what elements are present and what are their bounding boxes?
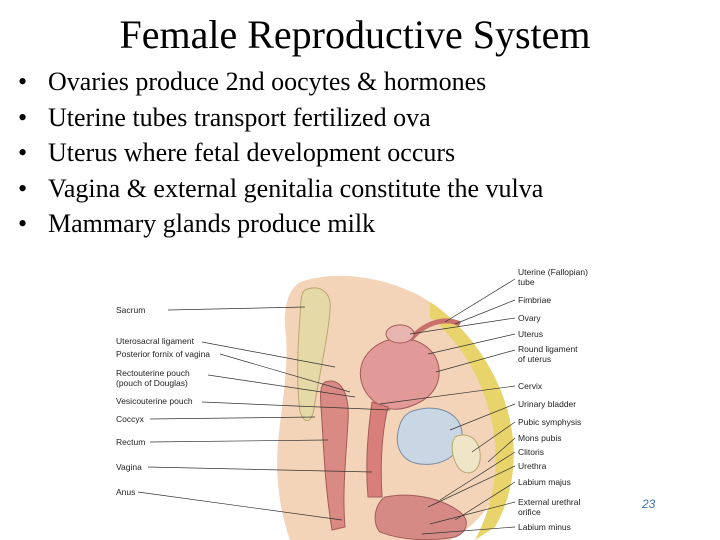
label-pubic-symphysis: Pubic symphysis (518, 417, 581, 427)
label-uterus: Uterus (518, 329, 543, 339)
label-vagina: Vagina (116, 462, 142, 472)
leader-line (445, 279, 515, 322)
bladder-shape (397, 408, 462, 464)
label-uterosacral-ligament: Uterosacral ligament (116, 336, 195, 346)
page-number: 23 (642, 497, 655, 511)
label-sacrum: Sacrum (116, 305, 145, 315)
bullet-symbol: • (18, 135, 48, 171)
bullet-text: Vagina & external genitalia constitute t… (48, 174, 543, 203)
label-urethra: Urethra (518, 461, 547, 471)
label-fimbriae: Fimbriae (518, 295, 551, 305)
label-round-ligament: Round ligament (518, 344, 578, 354)
label-mons-pubis: Mons pubis (518, 433, 561, 443)
bullet-item: •Uterine tubes transport fertilized ova (18, 100, 543, 136)
bullet-item: •Uterus where fetal development occurs (18, 135, 543, 171)
bullet-symbol: • (18, 64, 48, 100)
label-cervix: Cervix (518, 381, 543, 391)
slide-title: Female Reproductive System (0, 10, 710, 60)
label-pouch-of-douglas: (pouch of Douglas) (116, 378, 188, 388)
label-urinary-bladder: Urinary bladder (518, 399, 576, 409)
label-uterine-tube: Uterine (Fallopian) (518, 267, 588, 277)
label-labium-majus: Labium majus (518, 477, 571, 487)
anatomy-figure: Sacrum Uterosacral ligament Posterior fo… (110, 262, 670, 540)
label-rectouterine-pouch: Rectouterine pouch (116, 368, 190, 378)
leader-line (455, 300, 515, 324)
label-anus: Anus (116, 487, 135, 497)
bullet-text: Mammary glands produce milk (48, 209, 375, 238)
bullet-symbol: • (18, 206, 48, 242)
bullet-item: •Vagina & external genitalia constitute … (18, 171, 543, 207)
label-rectum: Rectum (116, 437, 145, 447)
bullet-item: •Ovaries produce 2nd oocytes & hormones (18, 64, 543, 100)
label-posterior-fornix: Posterior fornix of vagina (116, 349, 210, 359)
label-clitoris: Clitoris (518, 447, 544, 457)
bullet-text: Uterus where fetal development occurs (48, 138, 455, 167)
label-uterine-tube-line2: tube (518, 277, 535, 287)
label-round-ligament-line2: of uterus (518, 354, 551, 364)
label-labium-minus: Labium minus (518, 522, 571, 532)
bullet-item: •Mammary glands produce milk (18, 206, 543, 242)
bullet-text: Uterine tubes transport fertilized ova (48, 103, 431, 132)
label-vesicouterine-pouch: Vesicouterine pouch (116, 396, 193, 406)
label-external-urethral-orifice-line2: orifice (518, 507, 541, 517)
bullet-list: •Ovaries produce 2nd oocytes & hormones … (18, 64, 543, 242)
bullet-symbol: • (18, 171, 48, 207)
label-ovary: Ovary (518, 313, 541, 323)
label-external-urethral-orifice: External urethral (518, 497, 580, 507)
bullet-symbol: • (18, 100, 48, 136)
bullet-text: Ovaries produce 2nd oocytes & hormones (48, 67, 486, 96)
anatomy-illustration: Sacrum Uterosacral ligament Posterior fo… (110, 262, 670, 540)
label-coccyx: Coccyx (116, 414, 145, 424)
ovary-shape (386, 325, 414, 343)
